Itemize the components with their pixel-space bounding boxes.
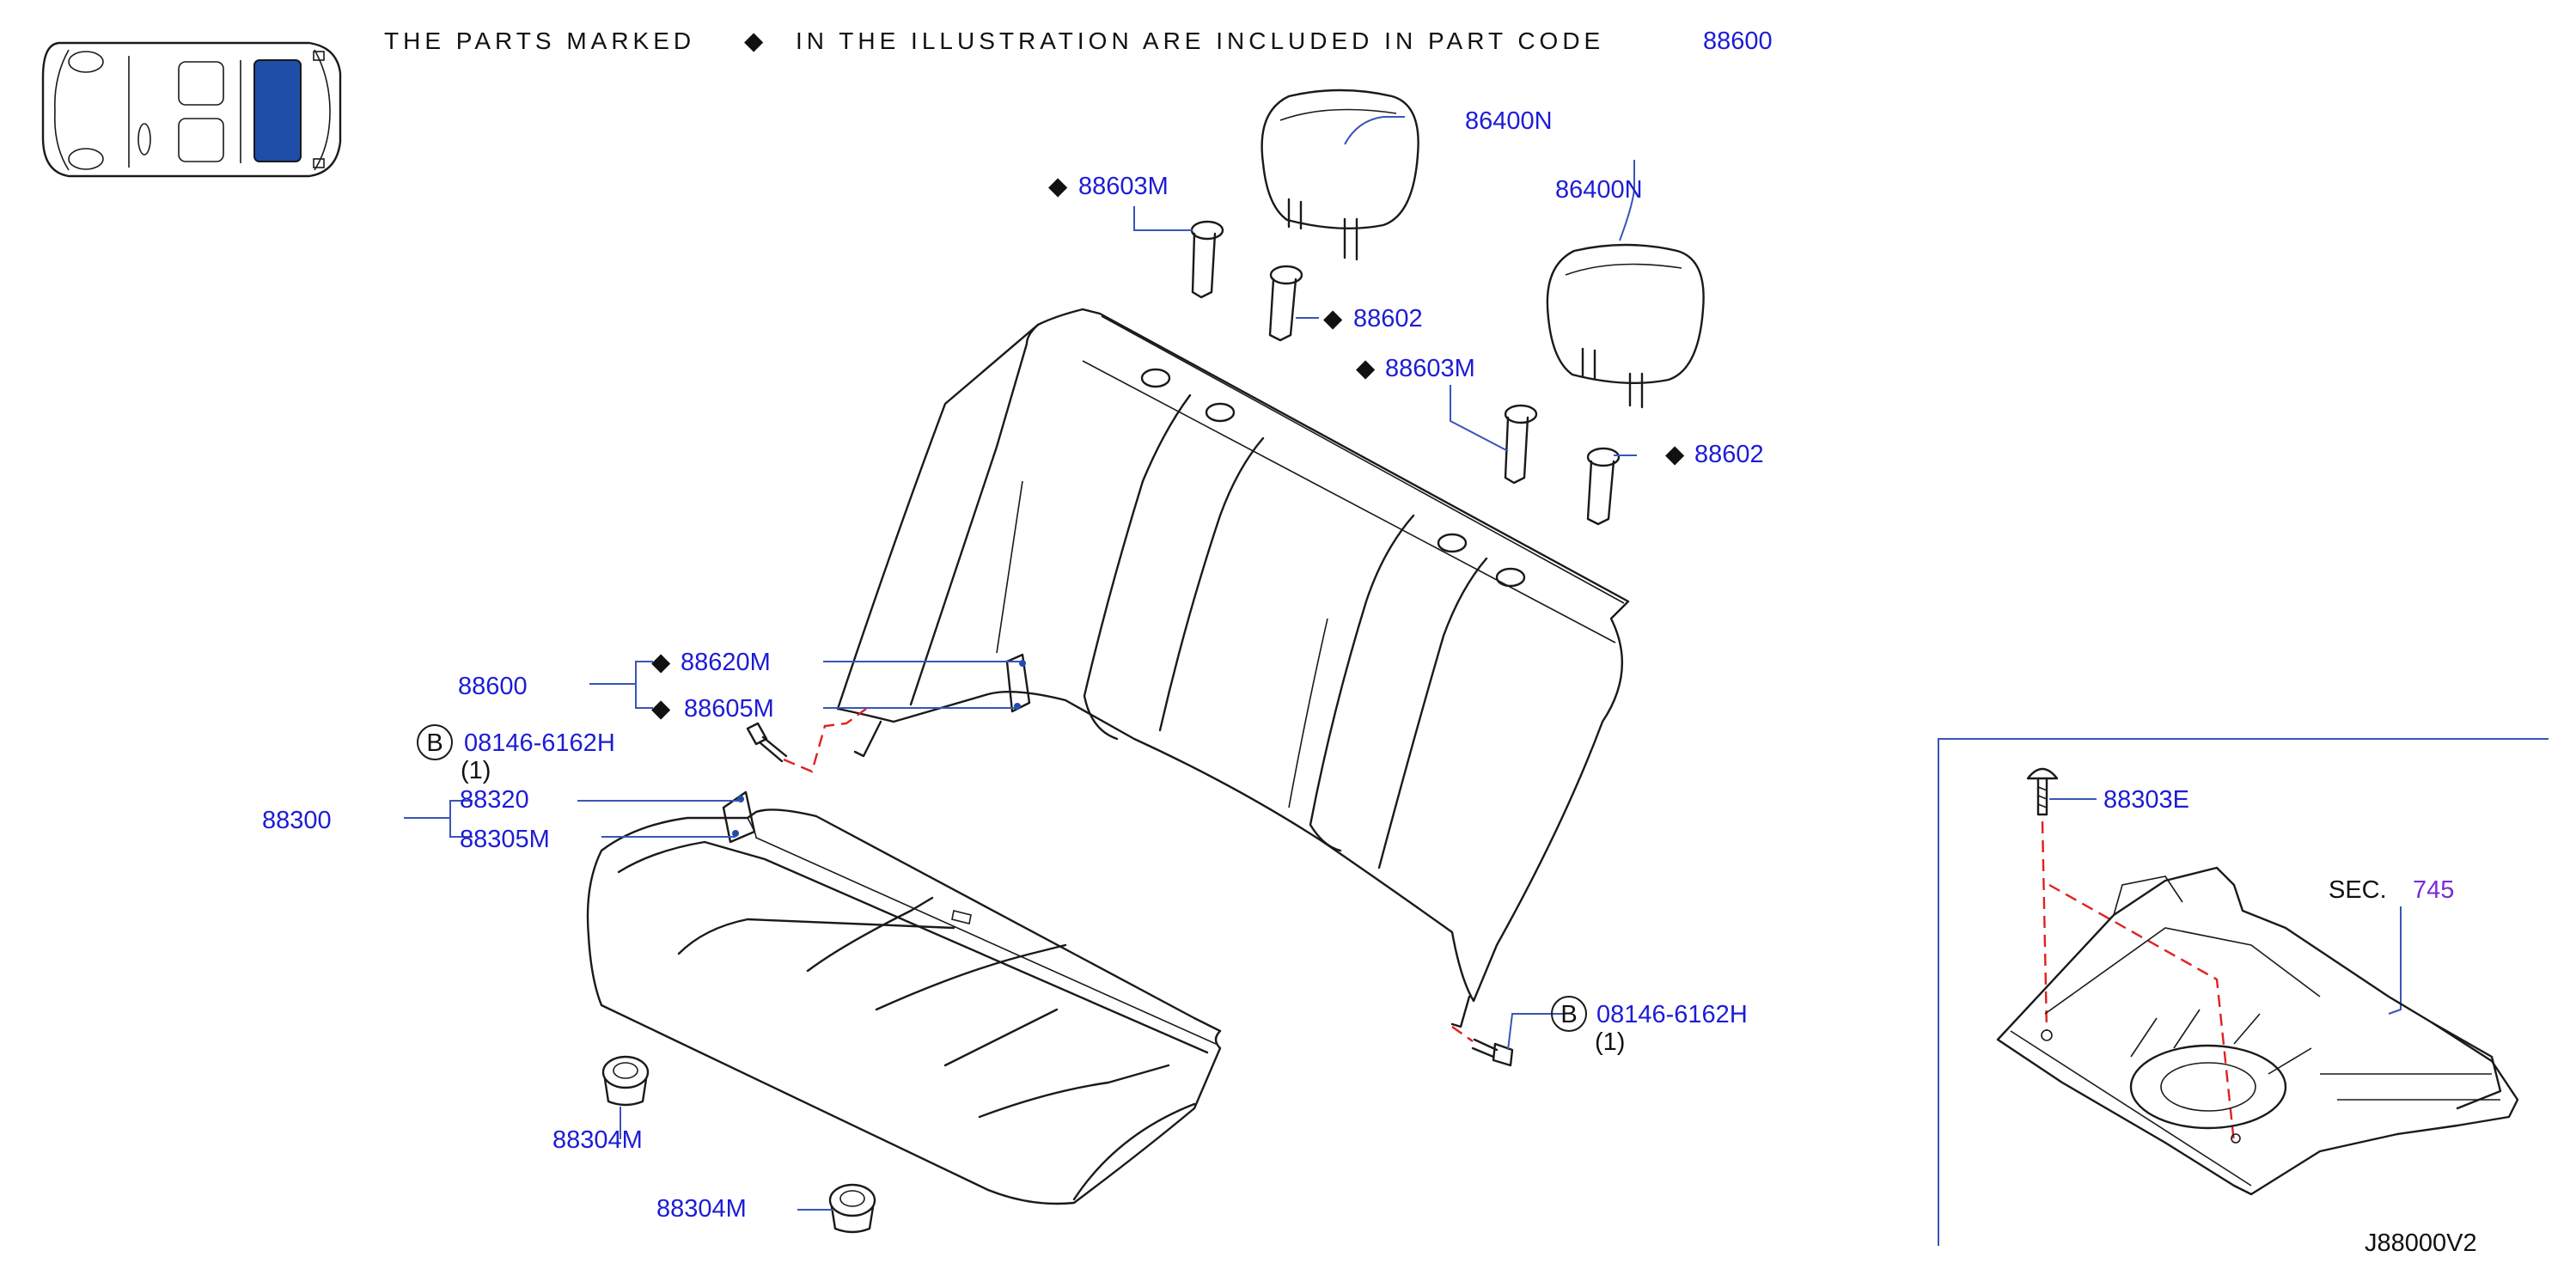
floor-pan-drawing [1996,866,2519,1196]
headrest-guide-lock-2 [1586,447,1621,526]
floor-section-inset: 88303E SEC. 745 [1938,738,2549,1246]
bolt-1 [746,708,867,773]
bolt-2-quantity: (1) [1595,1028,1625,1056]
diamond-marker-icon: ◆ [1323,305,1343,332]
diamond-marker-icon: ◆ [651,695,671,723]
part-number-guide-1[interactable]: 88603M [1078,173,1169,200]
note-text-suffix: IN THE ILLUSTRATION ARE INCLUDED IN PART… [796,27,1604,54]
headrest-left [1261,88,1419,261]
callout-circle-b-2-text: B [1560,1001,1577,1028]
part-number-guide-lock-2[interactable]: 88602 [1694,441,1764,468]
part-number-bolt-1[interactable]: 08146-6162H [464,729,615,757]
bolt-2 [1451,1026,1514,1067]
headrest-right [1546,243,1705,409]
diamond-marker-icon: ◆ [1356,355,1376,382]
part-number-headrest-1[interactable]: 86400N [1465,107,1553,135]
headrest-guide-2 [1504,404,1538,485]
part-number-cushion-assy[interactable]: 88300 [262,807,332,834]
rear-seat-cushion [586,790,1222,1205]
part-number-seatback-sub-1[interactable]: 88620M [681,649,771,676]
part-number-cushion-sub-2[interactable]: 88305M [460,826,550,853]
clip-88303E [2026,767,2059,816]
callout-labels: 86400N 86400N ◆ 88603M ◆ 88602 ◆ 88603M … [262,107,1764,1223]
headrest-guide-1 [1190,220,1224,299]
part-number-bolt-2[interactable]: 08146-6162H [1596,1001,1748,1028]
part-number-cushion-sub-1[interactable]: 88320 [460,786,529,814]
leader-lines [404,116,2402,1211]
part-number-headrest-2[interactable]: 86400N [1555,176,1643,204]
part-number-guide-lock-1[interactable]: 88602 [1353,305,1423,332]
bumper-1 [601,1055,650,1107]
part-number-seatback-sub-2[interactable]: 88605M [684,695,774,723]
part-number-clip[interactable]: 88303E [2103,786,2189,814]
section-label: SEC. [2329,876,2387,904]
header-note: THE PARTS MARKED ◆ IN THE ILLUSTRATION A… [384,27,1773,55]
rear-seatback [836,308,1630,1028]
headrest-guide-lock-1 [1268,265,1303,342]
diamond-marker-icon: ◆ [744,27,764,55]
callout-circle-b-2 [1551,996,1587,1032]
part-number-guide-2[interactable]: 88603M [1385,355,1475,382]
callout-circle-b-1-text: B [426,729,443,757]
diagram-code: J88000V2 [2365,1229,2477,1257]
diamond-marker-icon: ◆ [651,649,671,676]
note-text-prefix: THE PARTS MARKED [384,27,695,54]
bumper-2 [828,1183,876,1234]
diamond-marker-icon: ◆ [1665,441,1685,468]
callout-circle-b-1 [417,724,453,760]
part-number-bumper-2[interactable]: 88304M [656,1195,747,1223]
note-part-code[interactable]: 88600 [1703,27,1773,55]
part-number-bumper-1[interactable]: 88304M [552,1126,643,1154]
highlighted-rear-seat [253,59,302,162]
part-number-seatback-assy[interactable]: 88600 [458,673,528,700]
diamond-marker-icon: ◆ [1048,173,1068,200]
vehicle-locator [41,41,342,178]
section-link-745[interactable]: 745 [2413,876,2454,904]
bolt-1-quantity: (1) [461,757,491,784]
